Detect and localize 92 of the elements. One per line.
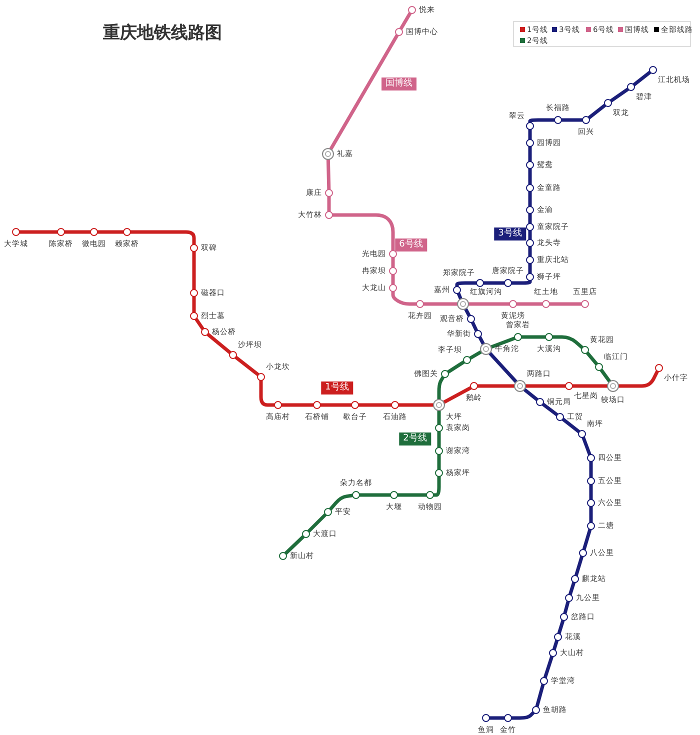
line-segment bbox=[18, 230, 59, 234]
line-segment bbox=[528, 128, 532, 141]
line-segment bbox=[476, 384, 516, 388]
line-segment bbox=[557, 619, 565, 635]
line-segment bbox=[488, 716, 506, 720]
line-badge: 2号线 bbox=[399, 432, 431, 446]
line-segment bbox=[437, 453, 441, 471]
line-segment bbox=[96, 230, 125, 234]
line-segment bbox=[571, 384, 609, 388]
line-segment bbox=[528, 262, 532, 275]
line-badge: 1号线 bbox=[321, 382, 353, 394]
line-segment bbox=[326, 158, 331, 191]
line-segment bbox=[610, 88, 630, 102]
line-segment bbox=[437, 376, 445, 401]
line-badge: 国博线 bbox=[382, 78, 416, 90]
line-segment bbox=[129, 230, 196, 246]
line-segment bbox=[515, 302, 544, 306]
line-segment bbox=[528, 190, 532, 208]
line-segment bbox=[524, 384, 567, 388]
line-segment bbox=[548, 302, 583, 306]
line-segment bbox=[437, 430, 441, 449]
line-segment bbox=[632, 70, 652, 86]
line-segment bbox=[468, 350, 483, 360]
line-segment bbox=[331, 213, 395, 252]
line-segment bbox=[561, 418, 581, 434]
line-segment bbox=[206, 332, 232, 354]
line-segment bbox=[391, 290, 418, 306]
line-segment bbox=[587, 104, 607, 120]
line-segment bbox=[234, 356, 260, 376]
line-segment bbox=[391, 273, 395, 286]
line-segment bbox=[552, 639, 559, 651]
line-segment bbox=[455, 281, 478, 288]
line-segment bbox=[307, 513, 327, 533]
line-segment bbox=[63, 230, 92, 234]
line-segment bbox=[329, 34, 399, 151]
line-segment bbox=[478, 336, 485, 346]
line-segment bbox=[560, 118, 584, 122]
line-segment bbox=[437, 409, 441, 426]
line-segment bbox=[432, 475, 441, 497]
line-segment bbox=[586, 351, 598, 366]
line-segment bbox=[467, 302, 511, 306]
line-badge: 6号线 bbox=[395, 238, 427, 252]
line-segment bbox=[259, 379, 276, 407]
line-segment bbox=[510, 279, 532, 285]
line-segment bbox=[442, 386, 472, 404]
line-segment bbox=[357, 403, 393, 407]
line-badge: 3号线 bbox=[494, 228, 526, 240]
line-segment bbox=[551, 335, 584, 350]
line-segment bbox=[358, 493, 392, 497]
line-segment bbox=[528, 145, 532, 163]
line-segment bbox=[589, 505, 593, 524]
line-segment bbox=[574, 555, 584, 577]
line-segment bbox=[528, 229, 532, 241]
line-segment bbox=[319, 403, 353, 407]
line-segment bbox=[582, 528, 592, 551]
line-segment bbox=[482, 281, 506, 285]
line-segment bbox=[528, 245, 532, 258]
line-segment bbox=[535, 683, 545, 708]
line-segment bbox=[284, 535, 305, 555]
line-segment bbox=[280, 403, 315, 407]
line-segment bbox=[327, 195, 331, 213]
line-segment bbox=[194, 318, 204, 330]
line-segment bbox=[543, 655, 554, 679]
line-segment bbox=[397, 403, 435, 407]
line-segment bbox=[422, 302, 459, 306]
line-segment bbox=[192, 295, 196, 314]
map-title: 重庆地铁线路图 bbox=[103, 22, 222, 44]
line-segment bbox=[490, 336, 516, 349]
line-segment bbox=[520, 335, 547, 339]
line-segment bbox=[399, 12, 412, 30]
line-segment bbox=[528, 212, 532, 225]
line-segment bbox=[617, 370, 659, 388]
line-segment bbox=[589, 460, 593, 479]
line-segment bbox=[528, 118, 556, 124]
line-segment bbox=[600, 368, 612, 383]
line-segment bbox=[582, 436, 592, 456]
line-segment bbox=[541, 402, 559, 416]
line-segment bbox=[192, 250, 196, 291]
line-segment bbox=[391, 256, 395, 269]
line-segment bbox=[510, 711, 535, 720]
line-segment bbox=[328, 494, 354, 511]
line-segment bbox=[528, 167, 532, 186]
line-segment bbox=[470, 320, 478, 332]
line-segment bbox=[464, 308, 471, 318]
line-segment bbox=[568, 581, 576, 596]
line-segment bbox=[396, 493, 428, 497]
line-segment bbox=[589, 483, 593, 501]
line-segment bbox=[456, 292, 462, 300]
line-segment bbox=[563, 600, 570, 615]
line-segment bbox=[522, 388, 539, 402]
line-segment bbox=[488, 352, 518, 384]
line-segment bbox=[446, 360, 466, 374]
